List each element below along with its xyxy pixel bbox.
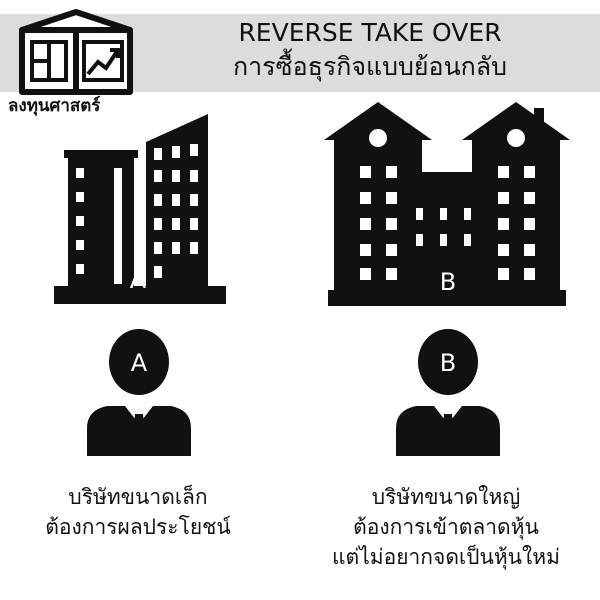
left-caption-line-1: บริษัทขนาดเล็ก (68, 485, 208, 509)
building-a-icon: A (54, 114, 226, 304)
page-title: REVERSE TAKE OVER การซื้อธุรกิจแบบย้อนกล… (150, 16, 590, 84)
brand-name: ลงทุนศาสตร์ (8, 96, 101, 116)
person-b-label: B (440, 349, 456, 377)
right-caption-line-2: ต้องการเข้าตลาดหุ้น (353, 515, 539, 539)
person-b-icon: B (396, 329, 500, 456)
box-chart-icon (19, 9, 133, 95)
left-caption-line-2: ต้องการผลประโยชน์ (45, 515, 231, 539)
building-a-label: A (130, 266, 147, 294)
right-caption-line-1: บริษัทขนาดใหญ่ (371, 485, 521, 509)
person-a-label: A (131, 349, 148, 377)
person-a-icon: A (87, 329, 191, 456)
right-caption: บริษัทขนาดใหญ่ ต้องการเข้าตลาดหุ้น แต่ไม… (296, 482, 596, 572)
title-line-2: การซื้อธุรกิจแบบย้อนกลับ (233, 52, 507, 81)
title-line-1: REVERSE TAKE OVER (238, 18, 502, 47)
building-b-label: B (440, 268, 456, 296)
left-caption: บริษัทขนาดเล็ก ต้องการผลประโยชน์ (0, 482, 288, 542)
right-caption-line-3: แต่ไม่อยากจดเป็นหุ้นใหม่ (332, 545, 560, 569)
building-b-icon: B (324, 102, 570, 306)
